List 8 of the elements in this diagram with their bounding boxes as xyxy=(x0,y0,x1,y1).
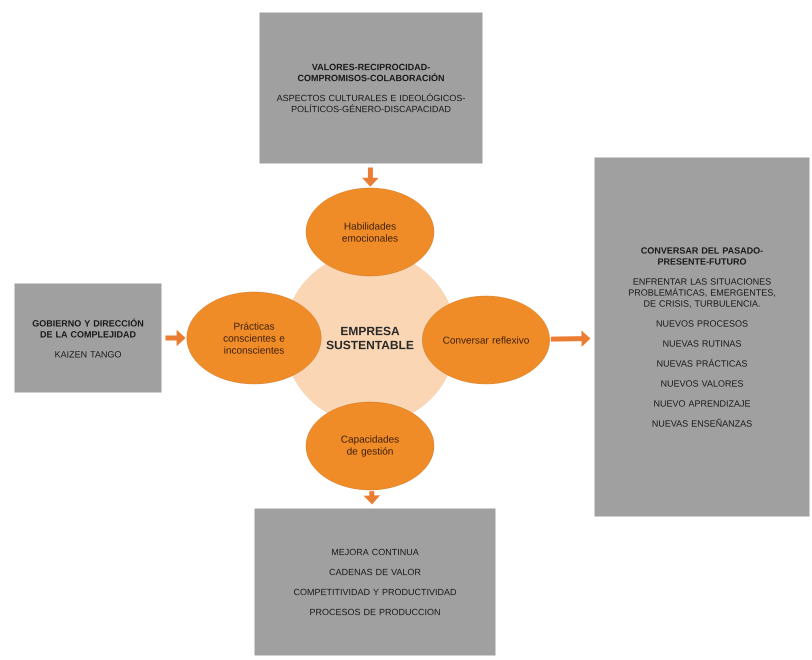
oval-node: Prácticas conscientes e inconscientes xyxy=(186,292,322,384)
text-box: VALORES-RECIPROCIDAD-COMPROMISOS-COLABORACIÓN ASPECTOS CULTURALES E IDEOLÓGICOS-POLÍTICOS-GÉNERO-DISCAPACIDAD xyxy=(256,10,486,166)
oval-node: Habilidades emocionales xyxy=(306,188,434,276)
text-box: GOBIERNO Y DIRECCIÓN DE LA COMPLEJIDAD KAIZEN TANGO xyxy=(12,280,164,396)
text-box: MEJORA CONTINUA CADENAS DE VALOR COMPETITIVIDAD Y PRODUCTIVIDAD PROCESOS DE PRODUCCION xyxy=(252,506,498,658)
text-box: CONVERSAR DEL PASADO-PRESENTE-FUTURO ENFRENTAR LAS SITUACIONES PROBLEMÁTICAS, EMERGENTES, DE CRISIS, TURBULENCIA. NUEVOS PROCESOS NUEVAS RUTINAS NUEVAS PRÁCTICAS NUEVOS VALORES NUEVO APRENDIZAJE NUEVAS ENSEÑANZAS xyxy=(592,154,812,520)
oval-node: Capacidades de gestión xyxy=(306,402,434,490)
oval-node: Conversar reflexivo xyxy=(422,296,550,384)
